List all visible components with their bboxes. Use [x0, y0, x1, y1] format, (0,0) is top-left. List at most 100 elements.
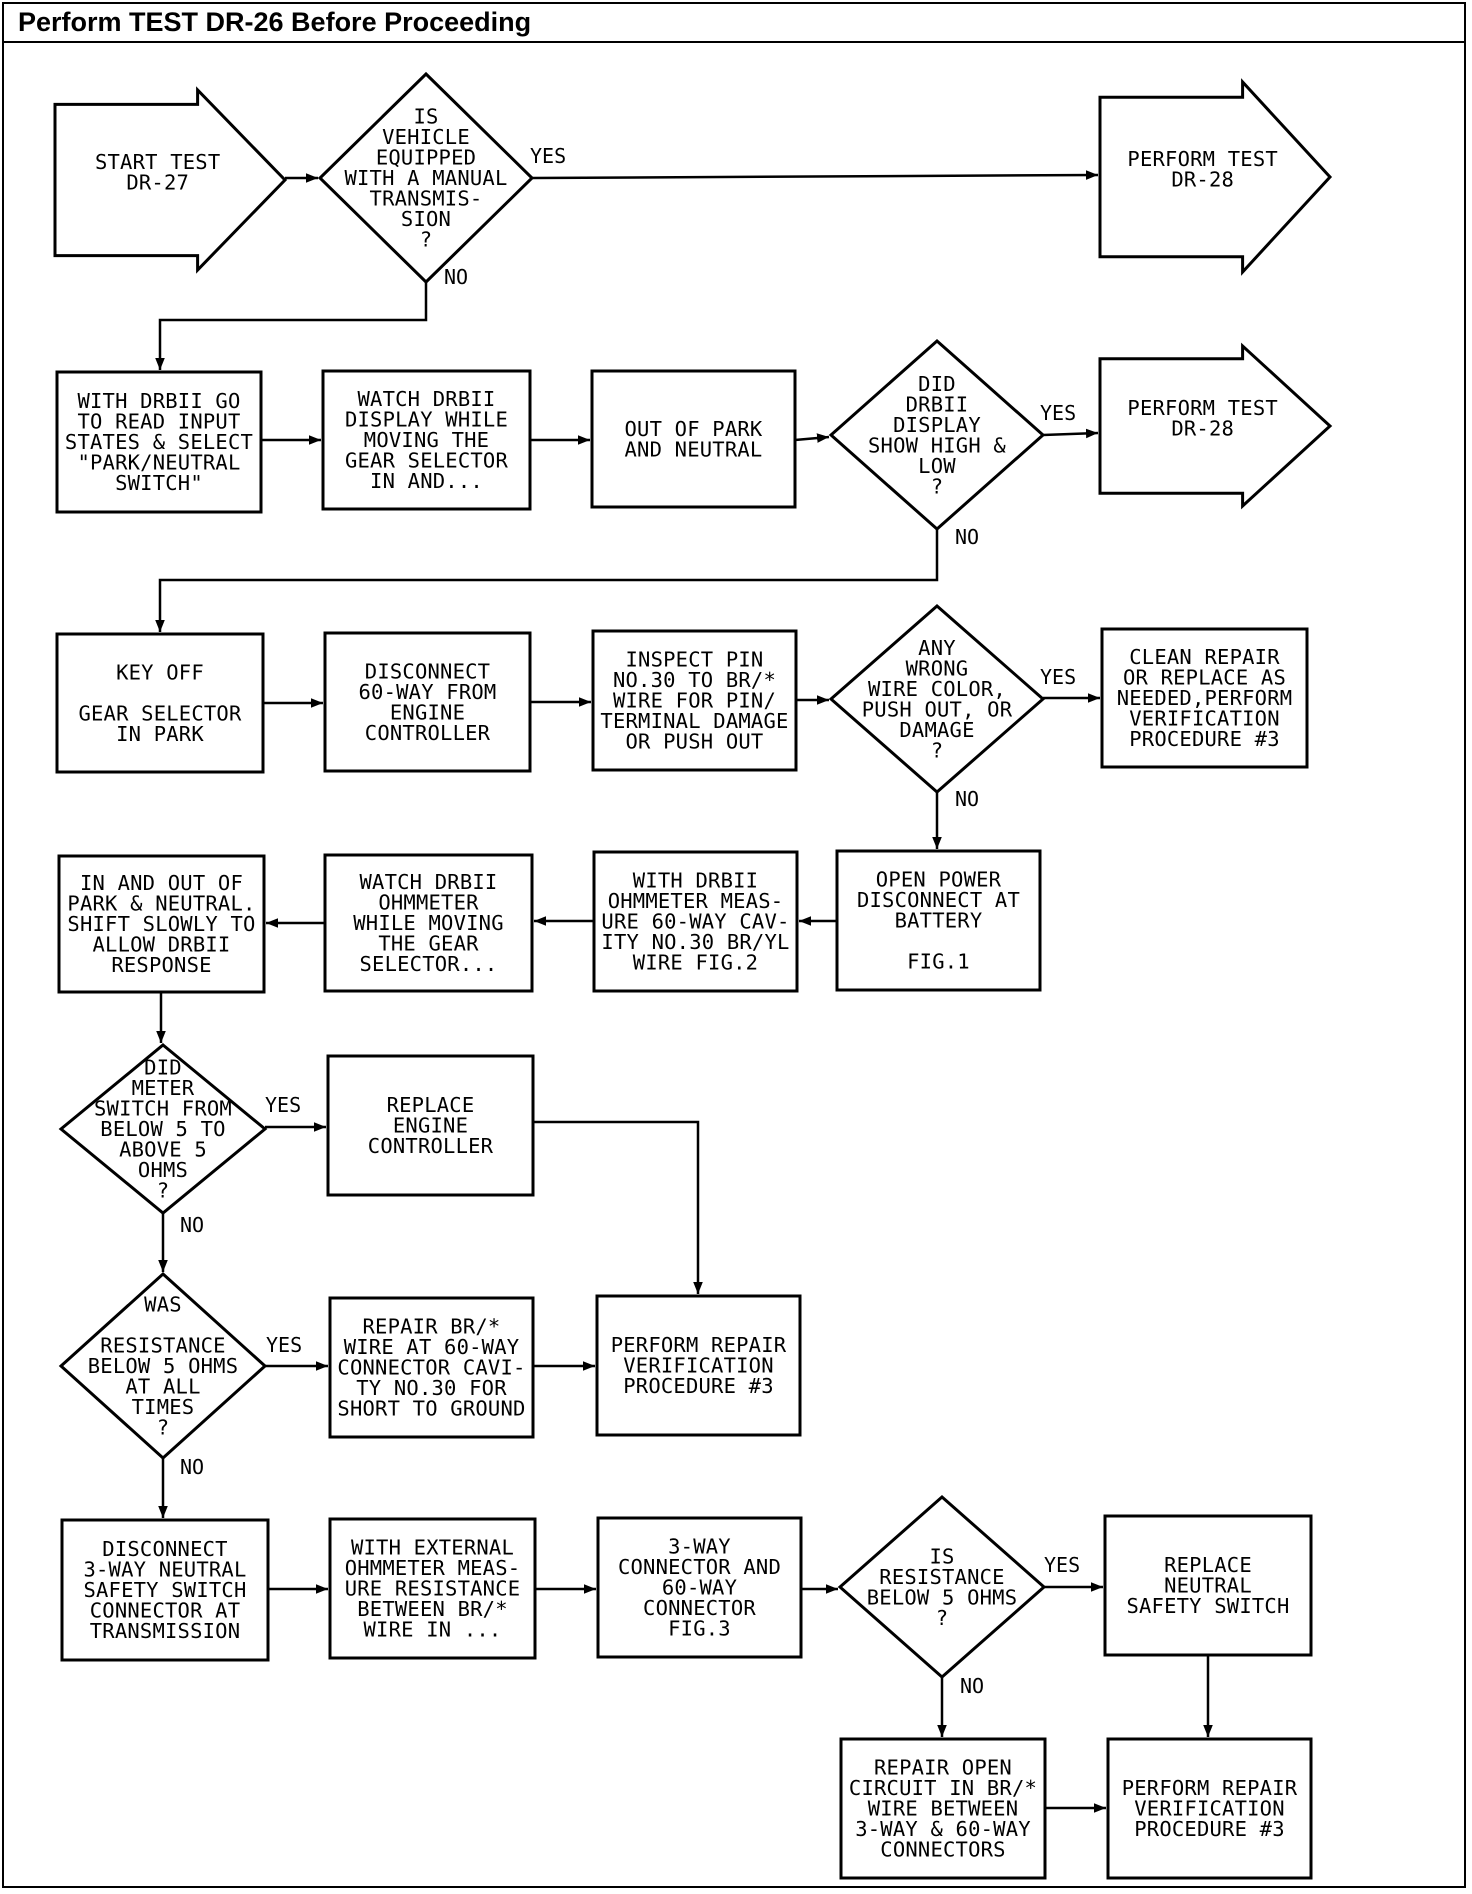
node-text-line: RESISTANCE — [879, 1565, 1004, 1589]
node-text-line: DID — [144, 1056, 182, 1080]
edge-label-d1-no: NO — [444, 265, 468, 289]
node-text-line: OUT OF PARK — [625, 417, 763, 441]
node-text-line: 60-WAY — [662, 1576, 737, 1600]
process-box — [57, 854, 266, 994]
edge-label-d3-yes: YES — [1040, 665, 1076, 689]
node-text-line: ? — [420, 228, 433, 252]
node-text-line: OHMMETER MEAS- — [345, 1556, 521, 1580]
node-text-line: IS — [929, 1544, 954, 1568]
node-text-line: PERFORM REPAIR — [611, 1333, 787, 1357]
process-box — [835, 849, 1042, 992]
node-text-line: WIRE FOR PIN/ — [613, 689, 776, 713]
connector-line — [794, 433, 830, 443]
edge-label-d5-no: NO — [180, 1455, 204, 1479]
process-box — [591, 629, 798, 772]
process-box — [590, 369, 797, 509]
terminal-arrow — [53, 86, 288, 274]
node-text-line: ALLOW DRBII — [93, 933, 231, 957]
node-text-line: 3-WAY — [668, 1535, 731, 1559]
node-text-line: SWITCH FROM — [94, 1097, 232, 1121]
node-text-line: AND NEUTRAL — [625, 437, 763, 461]
node-text-line: SELECTOR... — [360, 952, 498, 976]
node-text-line: CONNECTOR CAVI- — [337, 1356, 525, 1380]
node-text-line: WIRE FIG.2 — [633, 951, 758, 975]
node-text-line: ENGINE — [390, 700, 465, 724]
node-text-line: STATES & SELECT — [65, 430, 253, 454]
node-text-line: CIRCUIT IN BR/* — [849, 1776, 1037, 1800]
node-text-line: TIMES — [132, 1395, 195, 1419]
node-text-line: VERIFICATION — [623, 1354, 774, 1378]
node-text-line: ABOVE 5 — [119, 1138, 207, 1162]
node-text-line: BETWEEN BR/* — [357, 1597, 508, 1621]
node-text-line: WATCH DRBII — [358, 387, 496, 411]
node-text-line: IN AND OUT OF — [80, 871, 243, 895]
edge-label-d5-yes: YES — [266, 1333, 302, 1357]
connector-line — [1042, 428, 1099, 439]
process-box — [321, 369, 532, 511]
decision-diamond — [828, 338, 1046, 532]
edge-label-d6-yes: YES — [1044, 1553, 1080, 1577]
node-text-line: URE RESISTANCE — [345, 1577, 521, 1601]
node-text-line: REPLACE — [1164, 1553, 1252, 1577]
process-box — [328, 1296, 535, 1439]
connector-line — [533, 1120, 703, 1294]
decision-diamond — [58, 1043, 268, 1215]
node-text-line: DID — [918, 372, 956, 396]
node-text-line: START TEST — [95, 150, 220, 174]
node-text-line: WRONG — [906, 656, 969, 680]
node-text-line: TRANSMIS- — [370, 187, 483, 211]
node-text-line: PERFORM REPAIR — [1122, 1776, 1298, 1800]
node-text-line: 3-WAY NEUTRAL — [83, 1558, 246, 1582]
node-text-line: REPAIR OPEN — [874, 1756, 1012, 1780]
process-box — [328, 1517, 537, 1660]
node-text-line: PUSH OUT, OR — [862, 697, 1013, 721]
node-text-line: PROCEDURE #3 — [1129, 727, 1280, 751]
node-text-line: CONTROLLER — [368, 1134, 494, 1158]
node-text-line: SHORT TO GROUND — [337, 1397, 525, 1421]
node-text-line: SAFETY SWITCH — [1126, 1594, 1289, 1618]
edge-label-d1-yes: YES — [530, 144, 566, 168]
node-text-line: BATTERY — [895, 909, 983, 933]
node-text-line: GEAR SELECTOR — [78, 701, 242, 725]
connectors — [155, 170, 1213, 1813]
node-text-line: "PARK/NEUTRAL — [77, 451, 240, 475]
node-text-line: NEEDED,PERFORM — [1117, 686, 1293, 710]
node-text-line: SWITCH" — [115, 471, 203, 495]
node-text-line: NO.30 TO BR/* — [613, 668, 776, 692]
node-text-line: DISCONNECT AT — [857, 888, 1020, 912]
node-text-line: PROCEDURE #3 — [1134, 1817, 1285, 1841]
node-text-line: RESPONSE — [111, 953, 211, 977]
process-box — [326, 1054, 535, 1197]
